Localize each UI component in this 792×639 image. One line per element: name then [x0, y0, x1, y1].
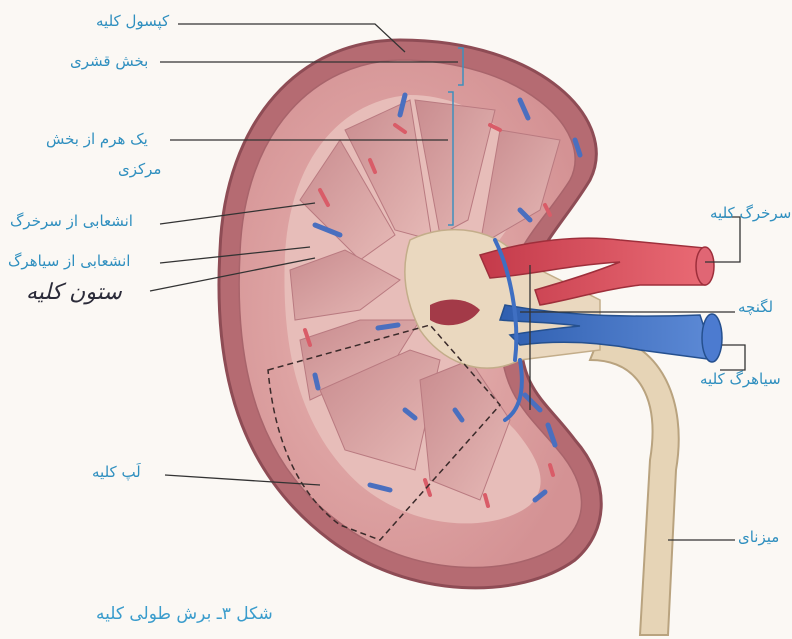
label-renal-vein: سیاهرگ کلیه: [700, 370, 781, 388]
label-renal-pelvis: لگنچه: [738, 298, 773, 316]
label-kidney-lobe: لَپ کلیه: [92, 463, 141, 481]
renal-vein-end: [702, 314, 722, 362]
label-ureter: میزنای: [738, 528, 779, 546]
handwritten-note: ستون کلیه: [26, 280, 122, 305]
label-cortex: بخش قشری: [70, 52, 148, 70]
label-renal-artery: سرخرگ کلیه: [710, 204, 791, 222]
label-pyramid-line1: یک هرم از بخش: [46, 130, 148, 148]
renal-artery-end: [696, 247, 714, 285]
label-vein-branch: انشعابی از سیاهرگ: [8, 252, 130, 270]
label-artery-branch: انشعابی از سرخرگ: [10, 212, 133, 230]
ureter: [590, 335, 679, 635]
label-pyramid-line2: مرکزی: [118, 160, 161, 178]
label-capsule: کپسول کلیه: [96, 12, 169, 30]
figure-caption: شکل ۳ـ برش طولی کلیه: [96, 604, 273, 624]
